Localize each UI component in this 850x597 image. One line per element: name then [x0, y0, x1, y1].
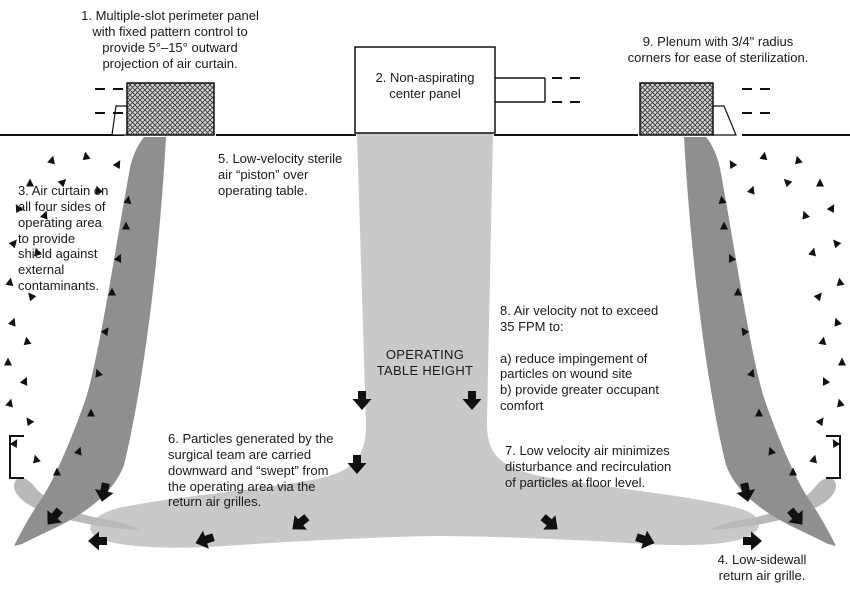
air-curtain: [14, 137, 166, 546]
center-panel-box: [354, 46, 582, 134]
left-side-airflow: [4, 137, 314, 553]
label-1-perimeter-panel: 1. Multiple-slot perimeter panel with fi…: [81, 8, 259, 71]
return-grille-bracket: [9, 435, 24, 479]
label-7-low-velocity-floor: 7. Low velocity air minimizes disturbanc…: [505, 443, 672, 490]
label-5-air-piston: 5. Low-velocity sterile air “piston” ove…: [218, 151, 343, 198]
right-perimeter-panel: [639, 82, 772, 136]
label-2-center-panel: 2. Non-aspirating center panel: [375, 70, 475, 101]
label-operating-table-height: OPERATING TABLE HEIGHT: [376, 347, 474, 378]
left-perimeter-panel: [95, 82, 215, 136]
label-8-air-velocity: 8. Air velocity not to exceed 35 FPM to:…: [500, 303, 659, 414]
supply-duct-lines: [495, 77, 546, 103]
label-9-plenum: 9. Plenum with 3/4" radius corners for e…: [627, 34, 809, 65]
label-6-particles-swept: 6. Particles generated by the surgical t…: [168, 431, 334, 510]
label-4-return-grille: 4. Low-sidewall return air grille.: [717, 552, 807, 583]
sterile-air-column: [90, 133, 760, 548]
label-3-air-curtain: 3. Air curtain on all four sides of oper…: [18, 183, 109, 294]
